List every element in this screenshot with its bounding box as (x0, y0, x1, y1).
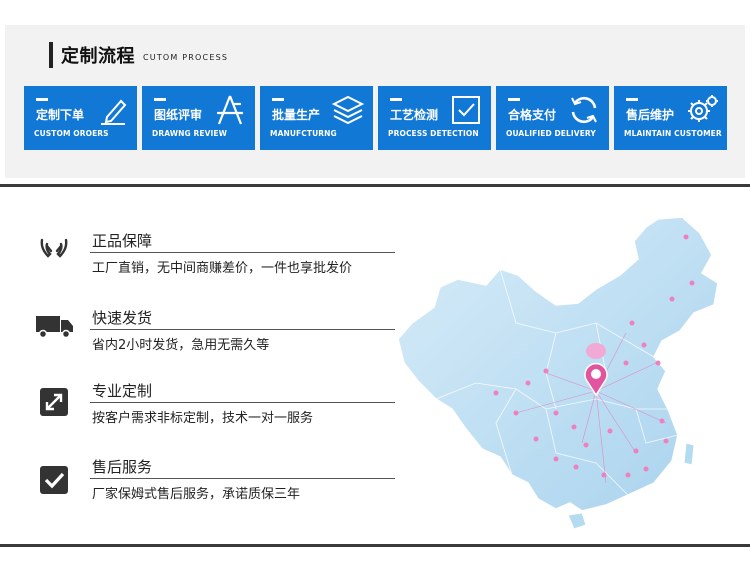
step-label-cn: 售后维护 (626, 108, 675, 122)
section-title-en: CUTOM PROCESS (143, 52, 229, 62)
step-maintain-customer[interactable]: 售后维护 MLAINTAIN CUSTOMER (614, 86, 727, 150)
section-divider (0, 544, 750, 547)
feature-title: 快速发货 (92, 309, 153, 327)
feature-title: 专业定制 (92, 382, 153, 400)
step-label-en: OUALIFIED DELIVERY (506, 129, 596, 138)
step-dash (626, 98, 638, 101)
layers-icon (331, 95, 365, 125)
step-label-cn: 定制下单 (36, 108, 85, 122)
step-label-en: PROCESS DETECTION (388, 129, 479, 138)
feature-title: 售后服务 (92, 458, 153, 476)
check-box-icon (452, 96, 480, 124)
section-divider (0, 184, 750, 187)
feature-fast-delivery: 快速发货 省内2小时发货，急用无需久等 (0, 307, 400, 367)
feature-description: 工厂直销，无中间商赚差价，一件也享批发价 (92, 261, 353, 276)
resize-arrows-icon (40, 388, 68, 416)
step-drawing-review[interactable]: 图纸评审 DRAWNG REVIEW (142, 86, 255, 150)
feature-genuine-guarantee: 正品保障 工厂直销，无中间商赚差价，一件也享批发价 (0, 230, 400, 290)
truck-icon (36, 316, 73, 339)
step-dash (154, 98, 166, 101)
gears-icon (688, 95, 718, 122)
step-process-detection[interactable]: 工艺检测 PROCESS DETECTION (378, 86, 491, 150)
step-dash (508, 98, 520, 101)
checkmark-icon (40, 466, 68, 494)
drafting-tools-icon (217, 95, 243, 125)
hands-icon (40, 238, 68, 258)
title-accent-bar (49, 42, 53, 68)
step-label-en: MANUFCTURNG (270, 129, 337, 138)
refresh-icon (571, 96, 597, 124)
step-label-cn: 批量生产 (272, 108, 321, 122)
step-label-cn: 图纸评审 (154, 108, 203, 122)
step-label-en: MLAINTAIN CUSTOMER (624, 129, 722, 138)
custom-process-panel: 定制流程 CUTOM PROCESS 定制下单 CUSTOM OROERS 图纸… (5, 25, 745, 178)
step-dash (36, 98, 48, 101)
step-label-en: CUSTOM OROERS (34, 129, 109, 138)
step-qualified-delivery[interactable]: 合格支付 OUALIFIED DELIVERY (496, 86, 609, 150)
feature-after-sales: 售后服务 厂家保姆式售后服务，承诺质保三年 (0, 456, 400, 516)
step-label-cn: 合格支付 (508, 108, 557, 122)
feature-professional-customization: 专业定制 按客户需求非标定制，技术一对一服务 (0, 380, 400, 440)
section-title-cn: 定制流程 (61, 46, 135, 67)
process-steps: 定制下单 CUSTOM OROERS 图纸评审 DRAWNG REVIEW 批量… (24, 86, 727, 150)
feature-underline (90, 402, 395, 403)
step-dash (390, 98, 402, 101)
pen-icon (101, 99, 127, 125)
feature-underline (90, 252, 395, 253)
feature-underline (90, 329, 395, 330)
step-label-en: DRAWNG REVIEW (152, 129, 227, 138)
step-custom-orders[interactable]: 定制下单 CUSTOM OROERS (24, 86, 137, 150)
feature-description: 省内2小时发货，急用无需久等 (92, 338, 270, 353)
china-map-icon (397, 216, 719, 530)
step-manufacturing[interactable]: 批量生产 MANUFCTURNG (260, 86, 373, 150)
feature-description: 厂家保姆式售后服务，承诺质保三年 (92, 487, 301, 502)
feature-title: 正品保障 (92, 232, 153, 250)
feature-description: 按客户需求非标定制，技术一对一服务 (92, 411, 314, 426)
step-label-cn: 工艺检测 (390, 108, 439, 122)
section-title: 定制流程 CUTOM PROCESS (49, 42, 228, 68)
feature-underline (90, 478, 395, 479)
step-dash (272, 98, 284, 101)
